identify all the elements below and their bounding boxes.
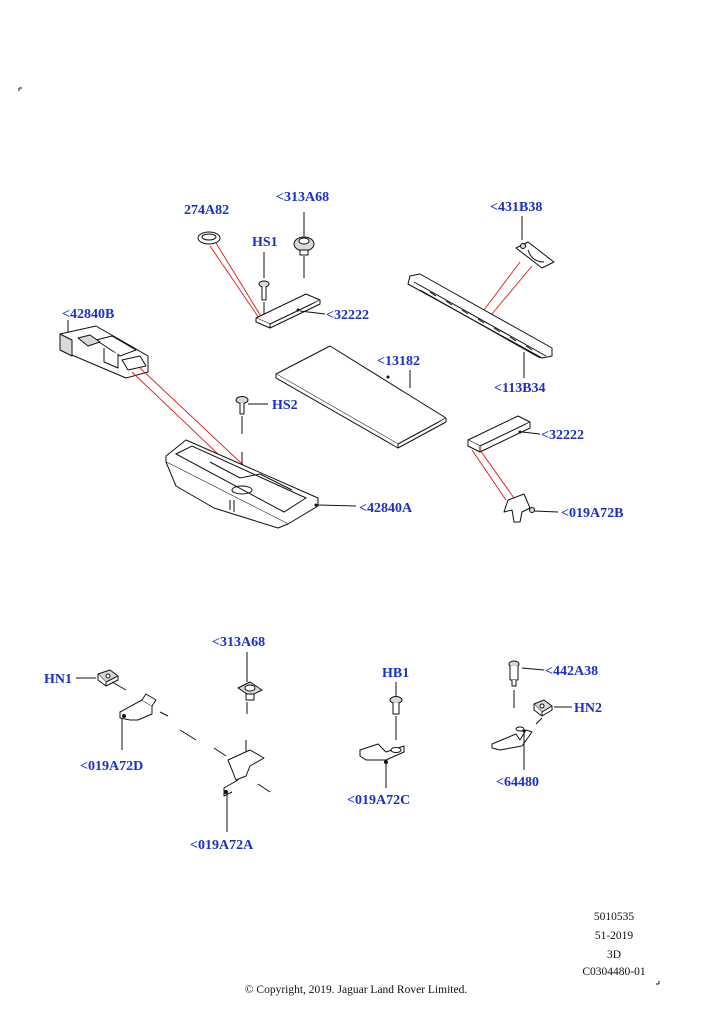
- part-313A68-nut-top: [293, 236, 315, 256]
- callout-13182[interactable]: <13182: [377, 354, 420, 369]
- callout-019A72A[interactable]: <019A72A: [190, 838, 254, 853]
- callout-HN1[interactable]: HN1: [44, 672, 72, 687]
- red-leader: [483, 261, 533, 315]
- leader-line: [241, 403, 268, 470]
- red-leader: [209, 242, 263, 319]
- callout-019A72C[interactable]: <019A72C: [347, 793, 410, 808]
- callout-32222-top[interactable]: <32222: [326, 308, 369, 323]
- leader-line: [521, 431, 541, 435]
- red-leader: [471, 449, 515, 501]
- callout-HS1[interactable]: HS1: [252, 235, 278, 250]
- callout-64480[interactable]: <64480: [496, 775, 539, 790]
- part-113B34-trim: [407, 273, 553, 359]
- corner-mark: [656, 981, 660, 985]
- leader-line: [76, 677, 127, 691]
- part-019A72A-bracket: [223, 740, 265, 797]
- ref-number: 5010535: [594, 911, 635, 923]
- callout-113B34[interactable]: <113B34: [494, 381, 546, 396]
- part-442A38-stud: [508, 660, 520, 687]
- part-019A72D-bracket: [119, 693, 157, 721]
- callout-442A38[interactable]: <442A38: [545, 664, 598, 679]
- leader-line: [299, 310, 326, 315]
- part-42840B-carrier: [59, 325, 149, 379]
- callout-42840B[interactable]: <42840B: [62, 307, 114, 322]
- callout-313A68-bottom[interactable]: <313A68: [212, 635, 265, 650]
- part-HN2-nut: [533, 699, 553, 717]
- part-64480-bracket: [491, 726, 533, 751]
- part-32222-bracket-right: [467, 415, 531, 453]
- callout-HN2[interactable]: HN2: [574, 701, 602, 716]
- ref-date: 51-2019: [595, 930, 634, 942]
- leader-line: [535, 706, 572, 725]
- part-431B38-clip: [515, 241, 555, 269]
- callout-431B38[interactable]: <431B38: [490, 200, 542, 215]
- callout-313A68-top[interactable]: <313A68: [276, 190, 329, 205]
- callout-019A72B[interactable]: <019A72B: [561, 506, 623, 521]
- callout-274A82[interactable]: 274A82: [184, 203, 229, 218]
- part-HS2-screw: [235, 396, 249, 415]
- leader-line: [121, 711, 169, 750]
- part-274A82-grommet: [197, 231, 221, 245]
- callout-42840A[interactable]: <42840A: [359, 501, 413, 516]
- callout-HS2[interactable]: HS2: [272, 398, 298, 413]
- part-HB1-bolt: [389, 696, 403, 715]
- center-line: [179, 729, 271, 793]
- copyright-notice: © Copyright, 2019. Jaguar Land Rover Lim…: [245, 984, 468, 996]
- part-019A72C-bracket: [359, 743, 405, 764]
- ref-view: 3D: [607, 949, 621, 961]
- callout-019A72D[interactable]: <019A72D: [80, 759, 143, 774]
- ref-code: C0304480-01: [582, 966, 646, 978]
- callout-32222-right[interactable]: <32222: [541, 428, 584, 443]
- part-32222-bracket-top: [255, 293, 321, 329]
- part-019A72B-bracket: [503, 493, 535, 523]
- part-313A68-nut-bottom: [237, 681, 263, 701]
- corner-mark: [18, 87, 22, 91]
- leader-line: [513, 667, 545, 708]
- leader-line: [533, 510, 559, 513]
- part-42840A-tray: [165, 439, 319, 529]
- part-HS1-screw: [258, 280, 270, 301]
- part-13182-floor-panel: [275, 345, 447, 449]
- leader-line: [317, 504, 357, 507]
- part-HN1-nut: [97, 669, 119, 687]
- callout-HB1[interactable]: HB1: [382, 666, 409, 681]
